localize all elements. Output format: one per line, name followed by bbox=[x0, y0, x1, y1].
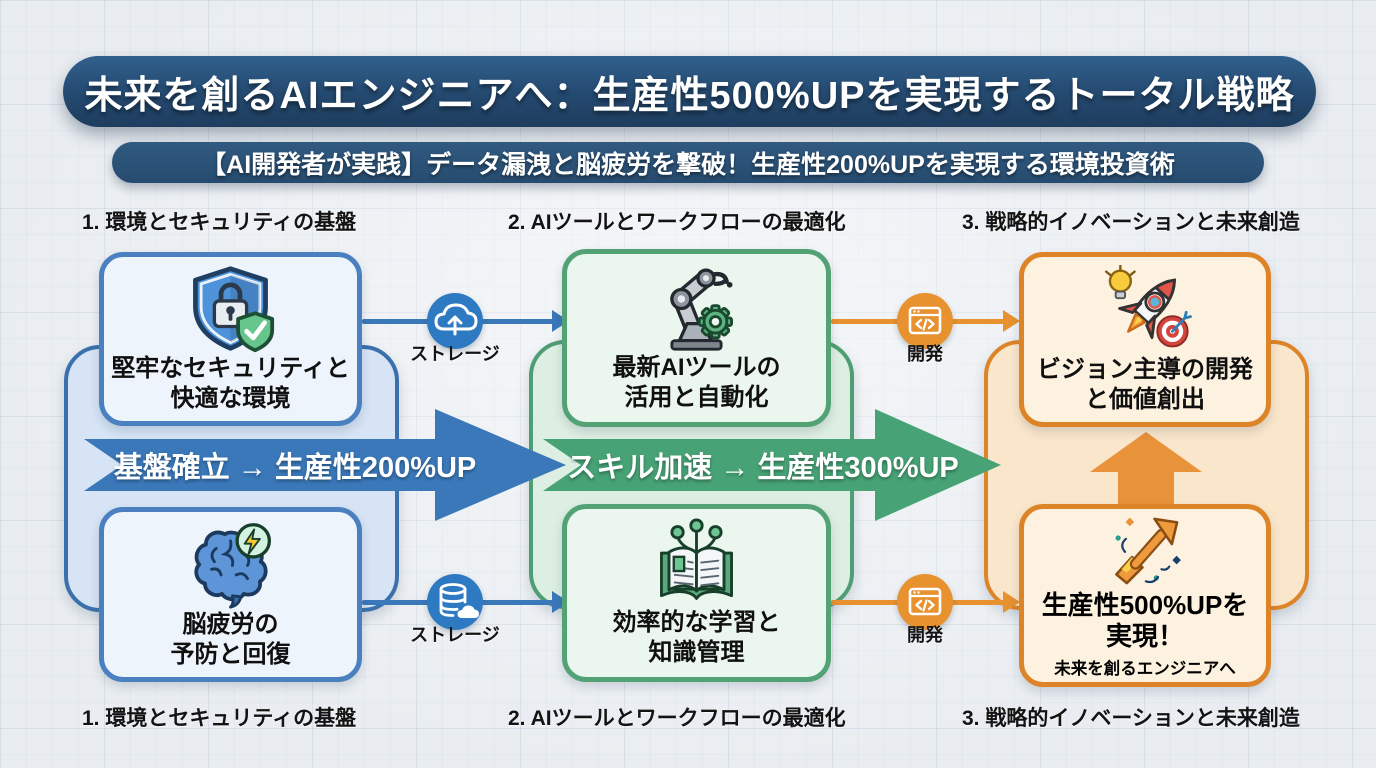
ai-tools-card: 最新AIツールの 活用と自動化 bbox=[562, 249, 831, 427]
stage3-up-arrow bbox=[1090, 432, 1202, 506]
brain-card-label-line2: 予防と回復 bbox=[170, 640, 291, 668]
vision-card-label-line2: と価値創出 bbox=[1085, 385, 1205, 413]
storage-top-node bbox=[427, 293, 483, 349]
stage1-arrow bbox=[84, 409, 566, 521]
storage-bottom-node bbox=[427, 574, 483, 630]
learning-card: 効率的な学習と 知識管理 bbox=[562, 504, 831, 682]
result-card-sublabel: 未来を創るエンジニアへ bbox=[1054, 660, 1236, 679]
shield-lock-check-icon bbox=[193, 266, 275, 353]
ai-tools-card-label-line1: 最新AIツールの bbox=[612, 354, 781, 381]
security-card-label-line2: 快適な環境 bbox=[170, 385, 291, 412]
column-label-bottom-3: 3. 戦略的イノベーションと未来創造 bbox=[962, 707, 1300, 730]
ai-tools-card-label-line2: 活用と自動化 bbox=[624, 384, 769, 411]
page-subtitle: 【AI開発者が実践】データ漏洩と脳疲労を撃破！生産性200%UPを実現する環境投… bbox=[112, 142, 1264, 183]
code-window-icon bbox=[908, 306, 942, 335]
result-card-label-line1: 生産性500%UPを bbox=[1041, 589, 1249, 620]
dev-top-label: 開発 bbox=[907, 344, 943, 364]
robot-arm-gear-icon bbox=[670, 268, 733, 351]
result-card: 生産性500%UPを 実現！ 未来を創るエンジニアへ bbox=[1019, 504, 1271, 687]
stage2-arrow bbox=[543, 409, 1001, 521]
dev-top-node bbox=[897, 293, 953, 349]
column-label-bottom-1: 1. 環境とセキュリティの基盤 bbox=[82, 707, 357, 730]
cloud-upload-icon bbox=[434, 303, 478, 336]
code-window-icon bbox=[908, 587, 942, 616]
column-label-bottom-2: 2. AIツールとワークフローの最適化 bbox=[508, 707, 846, 730]
brain-recovery-card: 脳疲労の 予防と回復 bbox=[99, 507, 362, 682]
vision-card-label-line1: ビジョン主導の開発 bbox=[1037, 355, 1253, 383]
column-label-top-2: 2. AIツールとワークフローの最適化 bbox=[508, 211, 846, 234]
brain-energy-icon bbox=[194, 522, 271, 609]
column-label-top-3: 3. 戦略的イノベーションと未来創造 bbox=[962, 211, 1300, 234]
storage-top-label: ストレージ bbox=[410, 344, 500, 364]
dev-bottom-label: 開発 bbox=[907, 625, 943, 645]
security-card-label-line1: 堅牢なセキュリティと bbox=[111, 355, 350, 382]
storage-bottom-label: ストレージ bbox=[410, 625, 500, 645]
learning-card-label-line1: 効率的な学習と bbox=[612, 609, 781, 636]
column-label-top-1: 1. 環境とセキュリティの基盤 bbox=[82, 211, 357, 234]
dev-bottom-arrowhead bbox=[1003, 591, 1020, 613]
vision-card: ビジョン主導の開発 と価値創出 bbox=[1019, 252, 1271, 427]
dev-bottom-node bbox=[897, 574, 953, 630]
brain-card-label-line1: 脳疲労の bbox=[182, 610, 279, 638]
page-title: 未来を創るAIエンジニアへ：生産性500%UPを実現するトータル戦略 bbox=[63, 56, 1316, 127]
database-cloud-icon bbox=[439, 583, 479, 618]
dev-top-arrowhead bbox=[1003, 310, 1020, 332]
book-network-icon bbox=[660, 518, 733, 600]
security-card: 堅牢なセキュリティと 快適な環境 bbox=[99, 252, 362, 426]
learning-card-label-line2: 知識管理 bbox=[648, 639, 745, 666]
result-card-label-line2: 実現！ bbox=[1105, 621, 1184, 651]
growth-firework-arrow-icon bbox=[1115, 517, 1181, 585]
rocket-idea-target-icon bbox=[1104, 264, 1192, 347]
